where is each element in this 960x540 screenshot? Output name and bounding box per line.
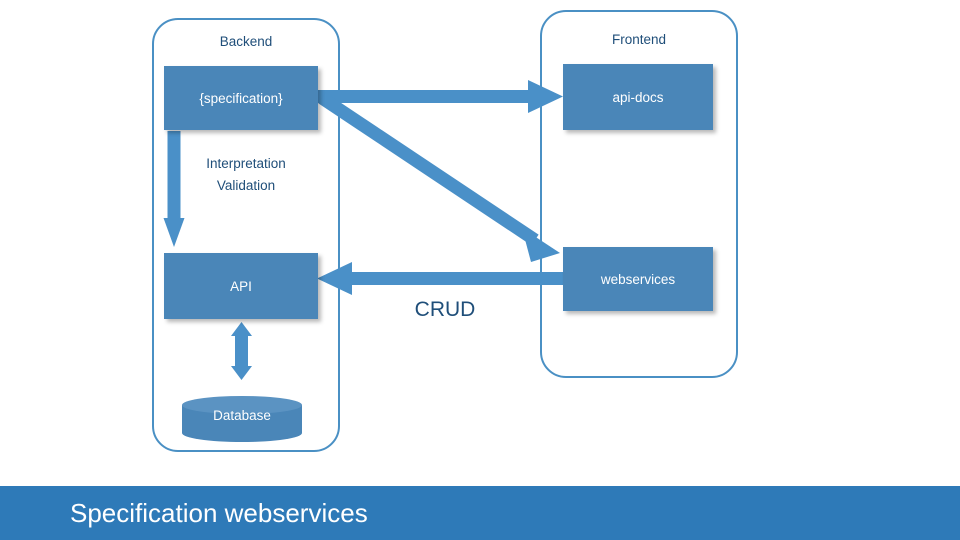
api-box-label: API: [230, 278, 252, 294]
webservices-box: webservices: [563, 247, 713, 311]
arrow-spec-to-webservices: [318, 92, 560, 262]
arrow-spec-to-apidocs: [316, 80, 563, 113]
webservices-box-label: webservices: [600, 271, 676, 287]
interpretation-validation-label: Interpretation Validation: [206, 156, 286, 193]
api-docs-box-label: api-docs: [612, 89, 664, 105]
api-docs-box: api-docs: [563, 64, 713, 130]
cylinder-top-ellipse: [182, 396, 302, 414]
api-box: API: [164, 253, 318, 319]
specification-box-label: {specification}: [199, 90, 283, 106]
backend-panel-label: Backend: [219, 34, 273, 49]
arrow-webservices-to-api: [317, 262, 564, 295]
frontend-panel-label: Frontend: [611, 32, 667, 47]
database-cylinder: Database: [182, 396, 302, 442]
specification-box: {specification}: [164, 66, 318, 130]
crud-label: CRUD: [414, 298, 476, 321]
footer-bar: [0, 486, 960, 540]
frontend-panel: [540, 10, 738, 378]
database-label: Database: [213, 408, 271, 423]
slide-title: Specification webservices: [70, 498, 368, 528]
